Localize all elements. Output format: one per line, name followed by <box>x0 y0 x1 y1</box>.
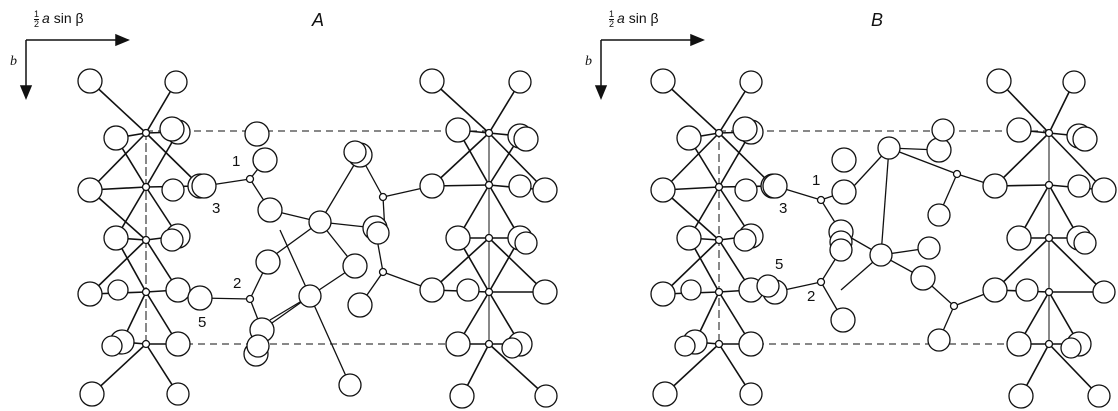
atom-label-5: 5 <box>775 256 784 273</box>
axis-variable: a <box>617 10 625 27</box>
vertical-axis-label: b <box>10 54 17 69</box>
fraction-denominator: 2 <box>34 19 40 29</box>
atom-label-1: 1 <box>812 172 821 189</box>
central-bonds <box>774 147 996 341</box>
central-bonds <box>199 154 433 386</box>
unit-cell <box>718 130 1050 345</box>
axis-function: sin β <box>49 10 84 27</box>
axis-function: sin β <box>624 10 659 27</box>
horizontal-axis-label: 1 2 a sin β <box>609 10 659 29</box>
panel-title: A <box>312 10 325 30</box>
atom-label-2: 2 <box>807 288 816 305</box>
axis-arrows <box>19 33 130 100</box>
fraction-numerator: 1 <box>609 9 615 20</box>
axis-variable: a <box>42 10 50 27</box>
structure-drawing-b <box>594 33 1117 409</box>
atom-label-1: 1 <box>232 153 241 170</box>
structure-drawing-a <box>19 33 558 409</box>
horizontal-axis-label: 1 2 a sin β <box>34 10 84 29</box>
atom-label-2: 2 <box>233 275 242 292</box>
atoms <box>77 68 558 409</box>
panel-title: B <box>871 10 884 30</box>
vertical-axis-label: b <box>585 54 592 69</box>
fraction: 1 2 <box>609 9 615 29</box>
atom-label-3: 3 <box>212 200 221 217</box>
fraction-denominator: 2 <box>609 19 615 29</box>
fraction: 1 2 <box>34 9 40 29</box>
metal-centres <box>141 128 494 349</box>
fraction-numerator: 1 <box>34 9 40 20</box>
structure-panel-b: B 1 2 a sin β b 1 2 3 5 <box>559 0 1118 411</box>
metal-centres <box>714 128 1054 349</box>
atoms <box>650 68 1117 409</box>
atom-label-3: 3 <box>779 200 788 217</box>
structure-panel-a: A 1 2 a sin β b 1 2 3 5 <box>10 10 558 409</box>
axis-arrows <box>594 33 705 100</box>
atom-label-5: 5 <box>198 314 207 331</box>
